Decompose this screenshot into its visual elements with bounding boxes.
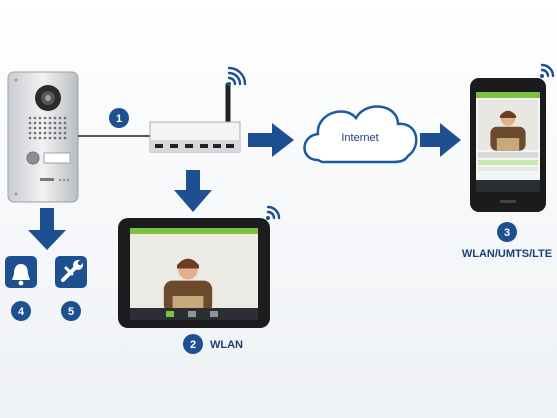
badge-1: 1	[109, 108, 129, 128]
svg-text:1: 1	[116, 113, 122, 125]
wlan-router	[149, 82, 241, 153]
label-wlan-umts-lte: WLAN/UMTS/LTE	[462, 248, 552, 260]
arrow-router-to-internet	[248, 123, 294, 157]
svg-text:4: 4	[18, 306, 25, 318]
wifi-icon	[540, 63, 555, 78]
svg-text:2: 2	[190, 339, 196, 351]
name-plate	[43, 152, 71, 164]
label-wlan: WLAN	[210, 339, 243, 351]
svg-text:5: 5	[68, 306, 74, 318]
wrench-icon	[55, 256, 87, 288]
arrow-router-to-tablet	[174, 170, 212, 212]
internet-cloud: Internet	[303, 105, 418, 164]
tablet	[118, 218, 270, 328]
badge-3: 3	[497, 222, 517, 242]
arrow-internet-to-phone	[420, 123, 461, 157]
call-button	[26, 151, 40, 165]
svg-text:3: 3	[504, 227, 510, 239]
bell-icon	[5, 256, 37, 288]
wifi-icon	[227, 66, 247, 86]
smartphone	[470, 78, 546, 212]
internet-label: Internet	[341, 132, 378, 144]
speaker-grille	[28, 116, 67, 140]
badge-4: 4	[11, 301, 31, 321]
badge-2: 2	[183, 334, 203, 354]
arrow-door-to-actions	[28, 208, 66, 250]
badge-5: 5	[61, 301, 81, 321]
wifi-icon	[266, 205, 281, 220]
door-station	[7, 71, 79, 203]
